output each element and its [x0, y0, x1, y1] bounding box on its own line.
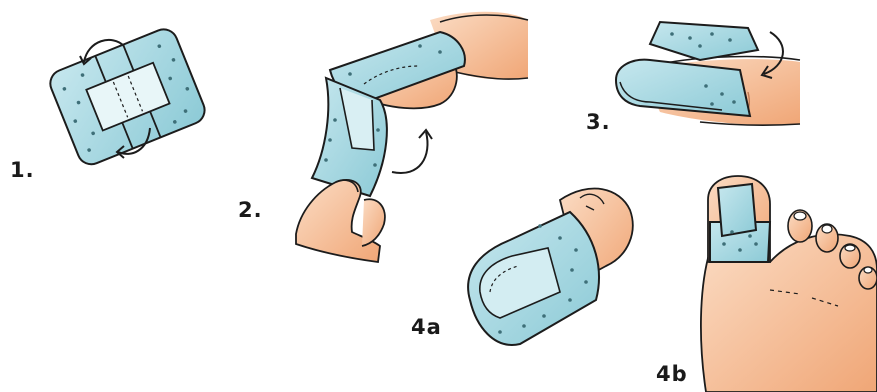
- step-3-wrap-illustration: [616, 22, 800, 125]
- step-4b-bandaged-toe-illustration: [701, 176, 877, 392]
- step-4a-finished-finger-illustration: [468, 189, 633, 345]
- step-2-apply-illustration: [296, 12, 528, 262]
- step-3-label: 3.: [586, 110, 611, 134]
- step-1-label: 1.: [10, 158, 35, 182]
- step-4b-label: 4b: [656, 362, 688, 386]
- step-4a-label: 4a: [411, 315, 442, 339]
- step-2-label: 2.: [238, 198, 263, 222]
- step-1-bandage-illustration: [46, 25, 209, 168]
- curved-arrow-icon: [392, 132, 428, 173]
